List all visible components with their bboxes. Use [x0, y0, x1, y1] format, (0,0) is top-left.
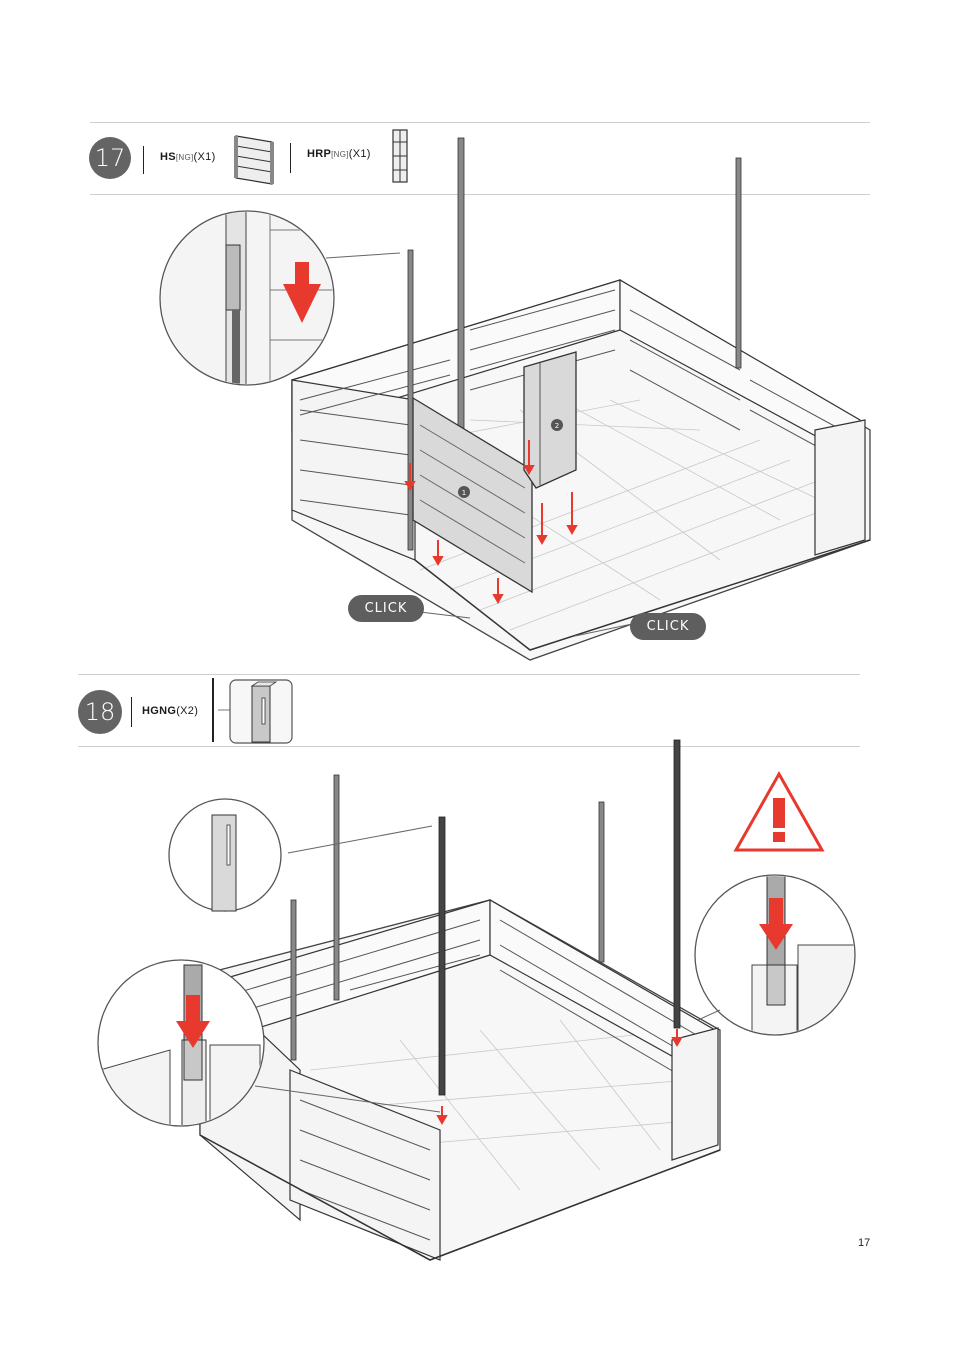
warning-icon [732, 770, 826, 854]
hgng-detail-box [216, 678, 296, 746]
step18-top-rule [78, 674, 860, 675]
page-number: 17 [858, 1237, 870, 1249]
step18-number-badge: 18 [78, 690, 122, 734]
click-callout-left: CLICK [348, 595, 424, 622]
click-left-text: CLICK [365, 601, 408, 616]
panel2-marker-number: 2 [555, 422, 559, 430]
click-callout-right: CLICK [630, 613, 706, 640]
hgng-post-thumbnail [212, 678, 214, 742]
click-right-text: CLICK [647, 619, 690, 634]
step18-number: 18 [85, 698, 116, 726]
panel1-marker-number: 1 [462, 489, 466, 497]
step18-part-label: HGNG(X2) [142, 705, 198, 717]
step17-assembly-illustration: 12 [0, 0, 954, 680]
step18-divider [131, 697, 132, 727]
step18-part-qty: (X2) [176, 705, 198, 717]
step18-part-code: HGNG [142, 705, 176, 717]
